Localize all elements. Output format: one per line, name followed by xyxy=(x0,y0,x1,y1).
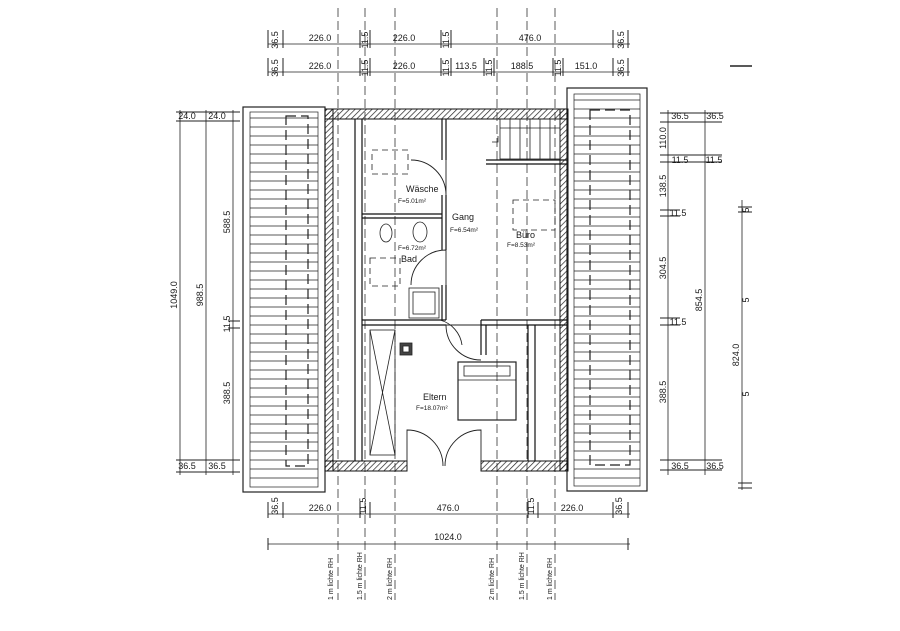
room-name-eltern: Eltern xyxy=(423,392,447,402)
room-area-waesche: F=5.01m² xyxy=(398,198,427,205)
dim-left-inner-1: 24.0 xyxy=(208,111,226,121)
bottom-dimension-labels: 36.5 226.0 11.5 476.0 11.5 226.0 36.5 10… xyxy=(270,497,624,542)
height-label-2: 1.5 m lichte RH xyxy=(357,552,364,600)
height-label-3: 2 m lichte RH xyxy=(387,558,394,600)
dim-top2-11: 36.5 xyxy=(616,59,626,77)
dim-right-9: 36.5 xyxy=(671,461,689,471)
dim-top-5: 11.5 xyxy=(441,32,451,49)
dim-right-far: 824.0 xyxy=(731,344,741,367)
dim-left-inner-3: 36.5 xyxy=(208,461,226,471)
dim-left-outer-2: 1049.0 xyxy=(169,281,179,309)
dim-right-outer-1: 36.5 xyxy=(706,111,724,121)
height-label-6: 1 m lichte RH xyxy=(547,558,554,600)
walls xyxy=(324,108,569,472)
room-name-bad: Bad xyxy=(401,254,417,264)
dim-bottom-3: 11.5 xyxy=(358,498,368,515)
room-name-waesche: Wäsche xyxy=(406,184,439,194)
left-roof-slope xyxy=(242,106,326,493)
dim-right-outer-3: 854.5 xyxy=(694,289,704,312)
dim-bottom-2: 226.0 xyxy=(309,503,332,513)
dim-top2-8: 188.5 xyxy=(511,61,534,71)
interior-walls xyxy=(354,119,567,461)
height-label-5: 1.5 m lichte RH xyxy=(519,552,526,600)
dim-right-outer-4: 36.5 xyxy=(706,461,724,471)
left-dimension-chains xyxy=(176,110,240,475)
dim-bottom-5: 11.5 xyxy=(526,498,536,515)
dim-top2-6: 113.5 xyxy=(455,61,477,71)
dim-right-5: 11.5 xyxy=(670,208,687,218)
doors xyxy=(406,159,482,467)
room-area-gang: F=6.54m² xyxy=(450,227,479,234)
dim-top-6: 476.0 xyxy=(519,33,542,43)
dim-top-1: 36.5 xyxy=(270,31,280,49)
room-name-buero: Büro xyxy=(516,230,535,240)
right-dimension-chains xyxy=(660,110,752,490)
dim-bottom-7: 36.5 xyxy=(614,497,624,515)
top-dimension-chains xyxy=(267,30,752,76)
dim-left-inner-2: 988.5 xyxy=(195,284,205,307)
dim-top-7: 36.5 xyxy=(616,31,626,49)
dim-right-4: 138.5 xyxy=(658,175,668,198)
dim-right-far-mark-3: 5 xyxy=(741,391,751,396)
staircase xyxy=(492,118,561,160)
room-name-gang: Gang xyxy=(452,212,474,222)
roof-height-labels: 1 m lichte RH 1.5 m lichte RH 2 m lichte… xyxy=(328,552,554,600)
dim-right-2: 110.0 xyxy=(658,127,668,149)
dim-top2-7: 11.5 xyxy=(484,60,494,77)
dim-left-seg-1: 588.5 xyxy=(222,211,232,234)
dim-right-8: 388.5 xyxy=(658,381,668,404)
dim-left-outer-3: 36.5 xyxy=(178,461,196,471)
dim-right-far-mark-2: 5 xyxy=(741,297,751,302)
height-label-4: 2 m lichte RH xyxy=(489,558,496,600)
dim-right-3: 11.5 xyxy=(672,155,689,165)
bottom-dimension-chains xyxy=(267,502,630,550)
dim-bottom-6: 226.0 xyxy=(561,503,584,513)
dim-top2-2: 226.0 xyxy=(309,61,332,71)
dim-left-seg-3: 388.5 xyxy=(222,382,232,405)
dim-right-outer-2: 11.5 xyxy=(706,155,723,165)
dim-right-far-mark-1: 5 xyxy=(741,207,751,212)
dim-top-3: 11.5 xyxy=(360,32,370,49)
room-area-bad: F=6.72m² xyxy=(398,245,427,252)
dim-left-seg-2: 11.5 xyxy=(222,316,232,333)
dim-top-4: 226.0 xyxy=(393,33,416,43)
dim-bottom-total: 1024.0 xyxy=(434,532,462,542)
dim-top-2: 226.0 xyxy=(309,33,332,43)
dim-top2-10: 151.0 xyxy=(575,61,598,71)
left-dimension-labels: 24.0 1049.0 36.5 24.0 988.5 36.5 588.5 1… xyxy=(169,111,232,471)
right-dimension-labels: 36.5 110.0 11.5 138.5 11.5 304.5 11.5 38… xyxy=(658,111,751,471)
dim-left-outer-1: 24.0 xyxy=(178,111,196,121)
right-roof-slope xyxy=(566,87,648,492)
top-dimension-labels: 36.5 226.0 11.5 226.0 11.5 476.0 36.5 36… xyxy=(270,31,626,77)
dim-top2-4: 226.0 xyxy=(393,61,416,71)
dim-right-6: 304.5 xyxy=(658,257,668,280)
dim-top2-3: 11.5 xyxy=(360,60,370,77)
dim-right-1: 36.5 xyxy=(671,111,689,121)
roof-height-lines xyxy=(337,8,556,600)
dim-bottom-1: 36.5 xyxy=(270,497,280,515)
dim-top2-5: 11.5 xyxy=(441,60,451,77)
fixtures xyxy=(369,149,556,456)
room-labels: Wäsche F=5.01m² Gang F=6.54m² F=6.72m² B… xyxy=(398,184,536,412)
room-area-eltern: F=18.07m² xyxy=(416,405,448,412)
dim-top2-1: 36.5 xyxy=(270,59,280,77)
dim-bottom-4: 476.0 xyxy=(437,503,460,513)
height-label-1: 1 m lichte RH xyxy=(328,558,335,600)
room-area-buero: F=8.53m² xyxy=(507,242,536,249)
dim-top2-9: 11.5 xyxy=(553,60,563,77)
dim-right-7: 11.5 xyxy=(670,317,687,327)
